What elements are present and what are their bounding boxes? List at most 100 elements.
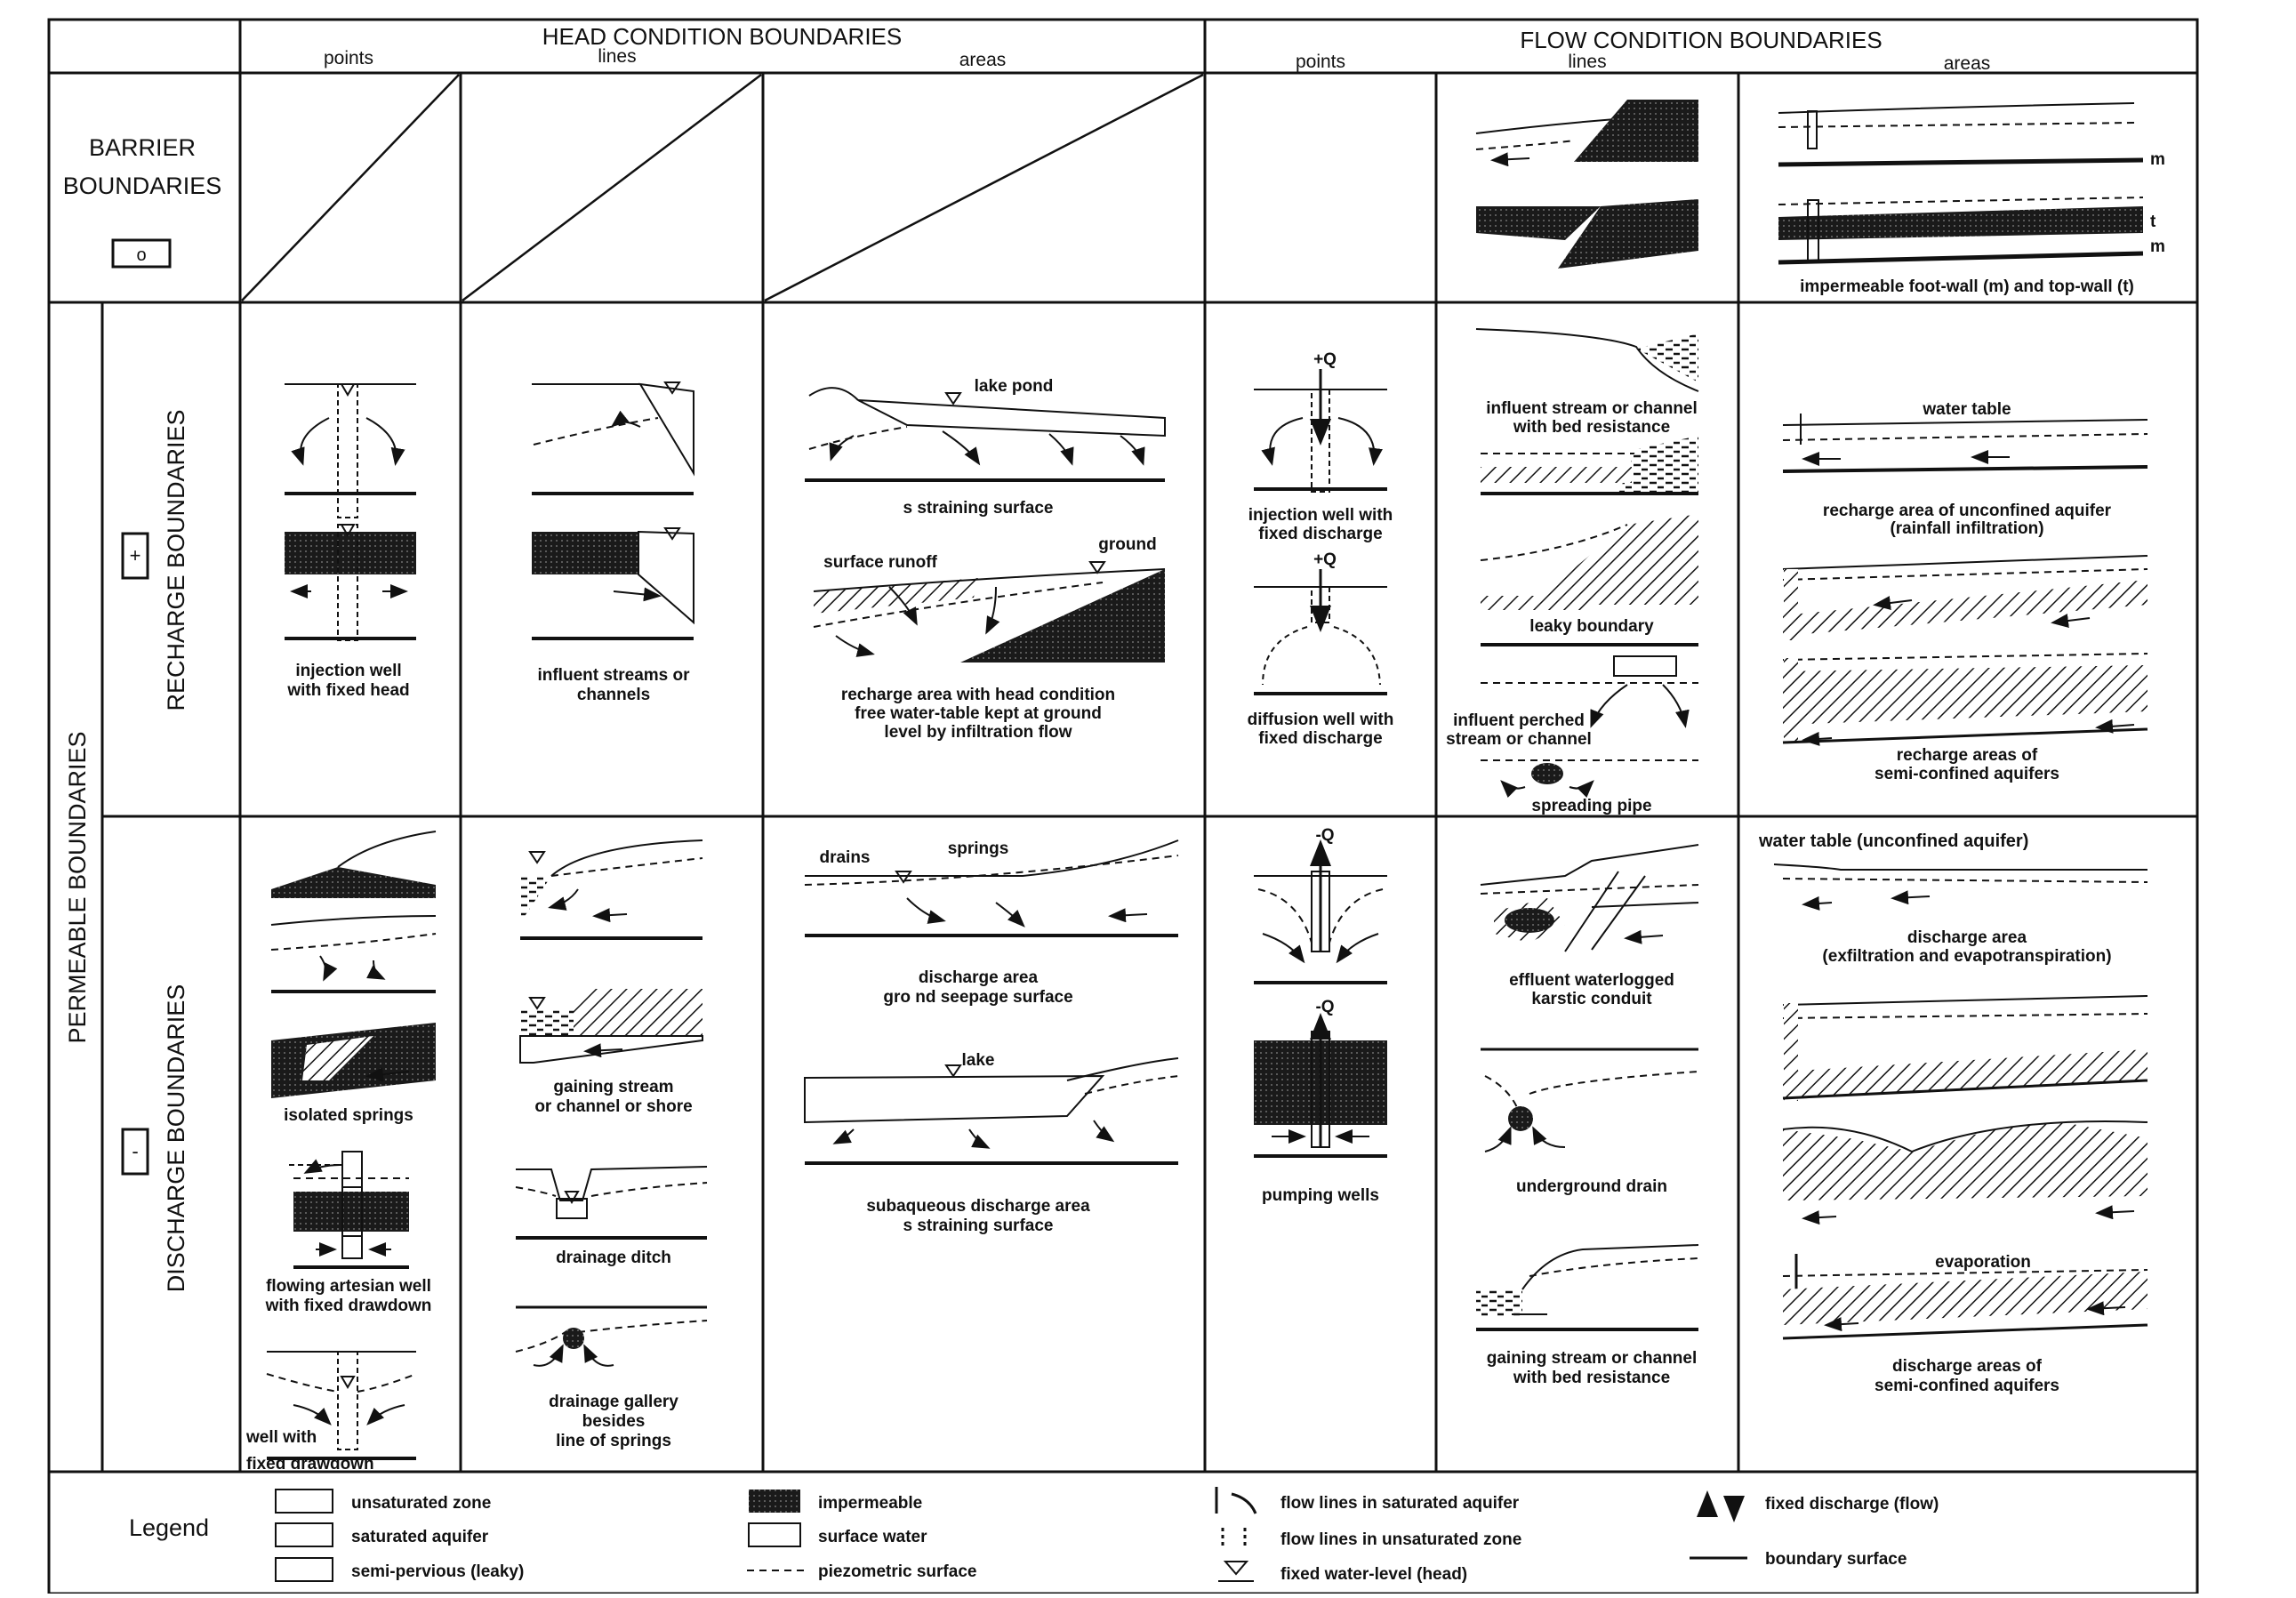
- label-m-1: m: [2150, 150, 2165, 169]
- legend-swatch-unsaturated: [275, 1489, 333, 1514]
- legend-swatch-fixed-discharge: [1697, 1490, 1745, 1522]
- caption-recharge-flow-areas-2-2: semi-confined aquifers: [1875, 765, 2059, 783]
- caption-discharge-head-lines-1-1: gaining stream: [553, 1078, 673, 1096]
- caption-discharge-head-areas-1-2: gro nd seepage surface: [883, 988, 1072, 1007]
- barrier-flow-lines-sketch: [1475, 100, 1698, 269]
- caption-discharge-flow-lines-1-1: effluent waterlogged: [1509, 971, 1674, 990]
- discharge-flow-lines-sketch: effluent waterlogged karstic conduit und…: [1476, 844, 1699, 1387]
- head-condition-header: HEAD CONDITION BOUNDARIES: [542, 23, 903, 50]
- head-areas-header: areas: [959, 50, 1007, 70]
- recharge-label: RECHARGE BOUNDARIES: [163, 409, 189, 711]
- caption-recharge-flow-lines-1-1: influent stream or channel: [1486, 399, 1698, 418]
- legend-swatch-unsaturated-flow: [1221, 1528, 1247, 1549]
- discharge-label: DISCHARGE BOUNDARIES: [163, 984, 189, 1293]
- recharge-head-lines-sketch: influent streams or channels: [532, 381, 694, 704]
- legend: Legend unsaturated zone saturated aquife…: [129, 1487, 1939, 1584]
- label-ground: ground: [1098, 535, 1156, 554]
- caption-recharge-flow-areas-1-2: (rainfall infiltration): [1890, 519, 2043, 538]
- label-surface-runoff: surface runoff: [823, 553, 937, 572]
- label-minus-q-2: -Q: [1315, 998, 1334, 1016]
- discharge-head-points-sketch: isolated springs flowing artesian well w…: [245, 831, 437, 1474]
- recharge-flow-points-sketch: +Q injection well with fixed discharge +…: [1248, 350, 1394, 748]
- caption-discharge-flow-areas-1-2: (exfiltration and evapotranspiration): [1822, 947, 2111, 966]
- caption-recharge-flow-areas-1-1: recharge area of unconfined aquifer: [1823, 502, 2112, 520]
- legend-item-unsaturated: unsaturated zone: [351, 1494, 491, 1513]
- legend-swatch-surface-water: [748, 1522, 801, 1547]
- legend-item-surface-water: surface water: [818, 1528, 927, 1546]
- caption-discharge-head-lines-1-2: or channel or shore: [534, 1097, 692, 1116]
- caption-recharge-head-areas-2-1: recharge area with head condition: [841, 686, 1115, 704]
- legend-swatch-fixed-head: [1218, 1561, 1254, 1582]
- caption-recharge-head-points-2: with fixed head: [286, 681, 409, 700]
- head-lines-header: lines: [598, 46, 636, 67]
- legend-title: Legend: [129, 1514, 209, 1541]
- caption-recharge-head-areas-2-3: level by infiltration flow: [884, 723, 1072, 742]
- legend-item-saturated-flow: flow lines in saturated aquifer: [1280, 1494, 1520, 1513]
- caption-recharge-flow-points-2-1: diffusion well with: [1248, 711, 1394, 729]
- table-grid: [47, 18, 2199, 1595]
- caption-discharge-head-lines-3-1: drainage gallery: [549, 1393, 678, 1411]
- caption-discharge-flow-lines-1-2: karstic conduit: [1531, 990, 1652, 1008]
- caption-discharge-head-lines-3-3: line of springs: [556, 1432, 671, 1450]
- recharge-head-points-sketch: injection well with fixed head: [285, 383, 416, 700]
- legend-swatch-saturated: [275, 1522, 333, 1547]
- caption-discharge-head-points-1: isolated springs: [284, 1106, 413, 1125]
- caption-discharge-head-areas-2-2: s straining surface: [903, 1217, 1054, 1235]
- caption-discharge-head-points-2-1: flowing artesian well: [266, 1277, 431, 1296]
- discharge-symbol: -: [132, 1140, 138, 1162]
- label-minus-q-1: -Q: [1315, 826, 1334, 845]
- caption-recharge-flow-points-1-2: fixed discharge: [1258, 525, 1382, 543]
- recharge-flow-areas-sketch: water table recharge area of unconfined …: [1782, 400, 2148, 783]
- caption-recharge-flow-points-1-1: injection well with: [1248, 506, 1393, 525]
- legend-item-fixed-head: fixed water-level (head): [1280, 1565, 1467, 1584]
- caption-discharge-head-areas-1-1: discharge area: [919, 968, 1039, 987]
- barrier-flow-areas-sketch: m t m impermeable foot-wall (m) and top-…: [1778, 102, 2165, 296]
- caption-recharge-head-points-1: injection well: [295, 662, 401, 680]
- caption-recharge-head-lines-1: influent streams or: [537, 666, 690, 685]
- caption-discharge-head-lines-3-2: besides: [582, 1412, 646, 1431]
- legend-item-impermeable: impermeable: [818, 1494, 922, 1513]
- caption-discharge-flow-areas-2-2: semi-confined aquifers: [1875, 1377, 2059, 1395]
- caption-recharge-flow-lines-3-2: stream or channel: [1446, 730, 1592, 749]
- flow-areas-header: areas: [1944, 53, 1991, 74]
- legend-swatch-semi-pervious: [275, 1557, 333, 1582]
- discharge-flow-areas-sketch: water table (unconfined aquifer) dischar…: [1758, 831, 2148, 1395]
- caption-recharge-flow-lines-4: spreading pipe: [1531, 797, 1651, 815]
- flow-condition-header: FLOW CONDITION BOUNDARIES: [1520, 27, 1882, 53]
- barrier-label-1: BARRIER: [89, 134, 196, 161]
- caption-recharge-flow-lines-2: leaky boundary: [1529, 617, 1654, 636]
- caption-discharge-head-areas-2-1: subaqueous discharge area: [866, 1197, 1090, 1216]
- discharge-head-areas-sketch: drains springs discharge area gro nd see…: [804, 839, 1179, 1235]
- label-plus-q-1: +Q: [1313, 350, 1337, 369]
- caption-discharge-flow-lines-2: underground drain: [1516, 1177, 1667, 1196]
- recharge-symbol: +: [130, 544, 141, 566]
- caption-discharge-flow-lines-3-1: gaining stream or channel: [1487, 1349, 1698, 1368]
- label-lake: lake: [962, 1051, 995, 1070]
- legend-item-boundary-surface: boundary surface: [1765, 1550, 1907, 1569]
- legend-item-unsaturated-flow: flow lines in unsaturated zone: [1280, 1530, 1521, 1549]
- caption-discharge-flow-areas-1-1: discharge area: [1907, 928, 2027, 947]
- caption-recharge-flow-areas-2-1: recharge areas of: [1897, 746, 2038, 765]
- label-lake-pond: lake pond: [975, 377, 1054, 396]
- discharge-symbol-box: [121, 1128, 149, 1176]
- caption-recharge-head-areas-2-2: free water-table kept at ground: [855, 704, 1102, 723]
- caption-discharge-head-points-3-1: well with: [245, 1428, 317, 1447]
- caption-recharge-head-lines-2: channels: [577, 686, 650, 704]
- caption-recharge-flow-lines-3-1: influent perched: [1453, 711, 1585, 730]
- caption-discharge-head-points-3-2: fixed drawdown: [246, 1455, 374, 1474]
- barrier-label-2: BOUNDARIES: [63, 173, 222, 199]
- caption-discharge-head-points-2-2: with fixed drawdown: [265, 1297, 432, 1315]
- barrier-symbol: o: [136, 245, 146, 265]
- legend-item-piezometric: piezometric surface: [818, 1562, 976, 1581]
- head-points-header: points: [324, 48, 373, 68]
- discharge-head-lines-sketch: gaining stream or channel or shore drain…: [515, 839, 708, 1450]
- caption-recharge-head-areas-1: s straining surface: [903, 499, 1054, 518]
- legend-item-saturated: saturated aquifer: [351, 1528, 489, 1546]
- legend-swatch-impermeable: [749, 1490, 800, 1513]
- barrier-symbol-box: [111, 238, 172, 269]
- caption-discharge-flow-lines-3-2: with bed resistance: [1513, 1369, 1670, 1387]
- caption-recharge-flow-lines-1-2: with bed resistance: [1513, 418, 1670, 437]
- recharge-flow-lines-sketch: influent stream or channel with bed resi…: [1446, 328, 1699, 815]
- flow-lines-header: lines: [1568, 52, 1606, 72]
